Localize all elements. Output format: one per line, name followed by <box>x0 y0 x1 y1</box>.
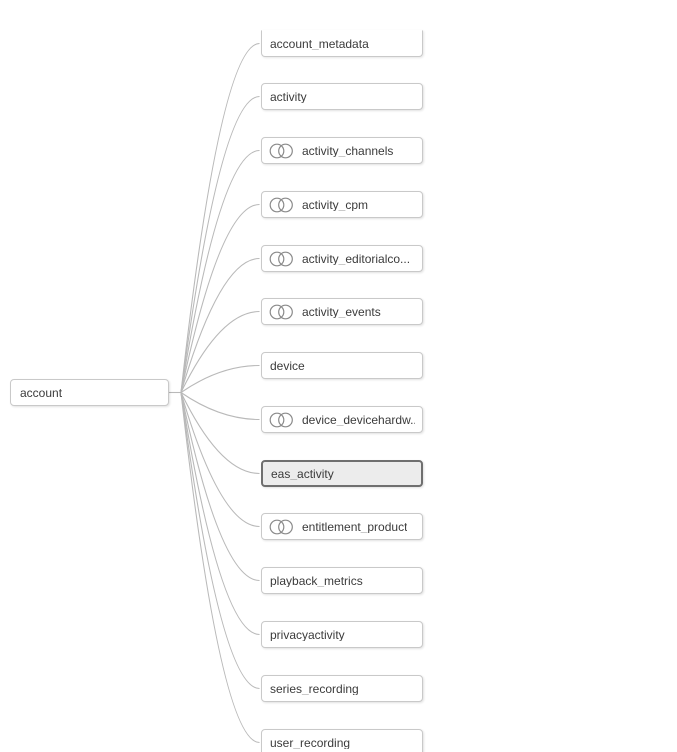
node-account[interactable]: account <box>10 379 169 406</box>
connector-line <box>180 364 260 393</box>
connector-line <box>180 392 260 582</box>
venn-circles-icon <box>269 304 294 320</box>
connector-line <box>180 392 260 690</box>
node-eas_activity[interactable]: eas_activity <box>261 460 423 487</box>
node-label: privacyactivity <box>270 628 345 641</box>
node-account_metadata[interactable]: account_metadata <box>261 30 423 57</box>
node-series_recording[interactable]: series_recording <box>261 675 423 702</box>
connector-line <box>180 392 260 636</box>
connector-line <box>180 392 260 421</box>
connector-line <box>180 392 260 528</box>
node-label: device <box>270 359 305 372</box>
venn-circles-icon <box>269 412 294 428</box>
node-activity_cpm[interactable]: activity_cpm <box>261 191 423 218</box>
node-activity_channels[interactable]: activity_channels <box>261 137 423 164</box>
node-label: eas_activity <box>271 467 334 480</box>
node-playback_metrics[interactable]: playback_metrics <box>261 567 423 594</box>
connector-line <box>180 42 260 393</box>
venn-circles-icon <box>269 519 294 535</box>
node-label: account <box>20 386 63 399</box>
node-label: activity <box>270 90 307 103</box>
node-entitlement_product[interactable]: entitlement_product <box>261 513 423 540</box>
node-label: activity_events <box>302 305 381 318</box>
node-label: device_devicehardw... <box>302 413 415 426</box>
connector-line <box>180 392 260 744</box>
venn-circles-icon <box>269 197 294 213</box>
node-label: account_metadata <box>270 37 369 50</box>
connector-line <box>180 257 260 393</box>
node-device[interactable]: device <box>261 352 423 379</box>
venn-circles-icon <box>269 251 294 267</box>
node-label: activity_editorialco... <box>302 252 411 265</box>
node-label: activity_cpm <box>302 198 369 211</box>
connector-line <box>180 203 260 393</box>
node-activity[interactable]: activity <box>261 83 423 110</box>
node-privacyactivity[interactable]: privacyactivity <box>261 621 423 648</box>
node-label: playback_metrics <box>270 574 363 587</box>
connector-line <box>180 149 260 393</box>
node-label: series_recording <box>270 682 359 695</box>
connector-line <box>180 95 260 393</box>
node-activity_events[interactable]: activity_events <box>261 298 423 325</box>
node-device_devicehardw[interactable]: device_devicehardw... <box>261 406 423 433</box>
venn-circles-icon <box>269 143 294 159</box>
node-label: activity_channels <box>302 144 394 157</box>
node-activity_editorialco[interactable]: activity_editorialco... <box>261 245 423 272</box>
node-label: user_recording <box>270 736 351 749</box>
connector-line <box>180 392 260 475</box>
node-label: entitlement_product <box>302 520 408 533</box>
node-user_recording[interactable]: user_recording <box>261 729 423 752</box>
connector-line <box>180 310 260 393</box>
